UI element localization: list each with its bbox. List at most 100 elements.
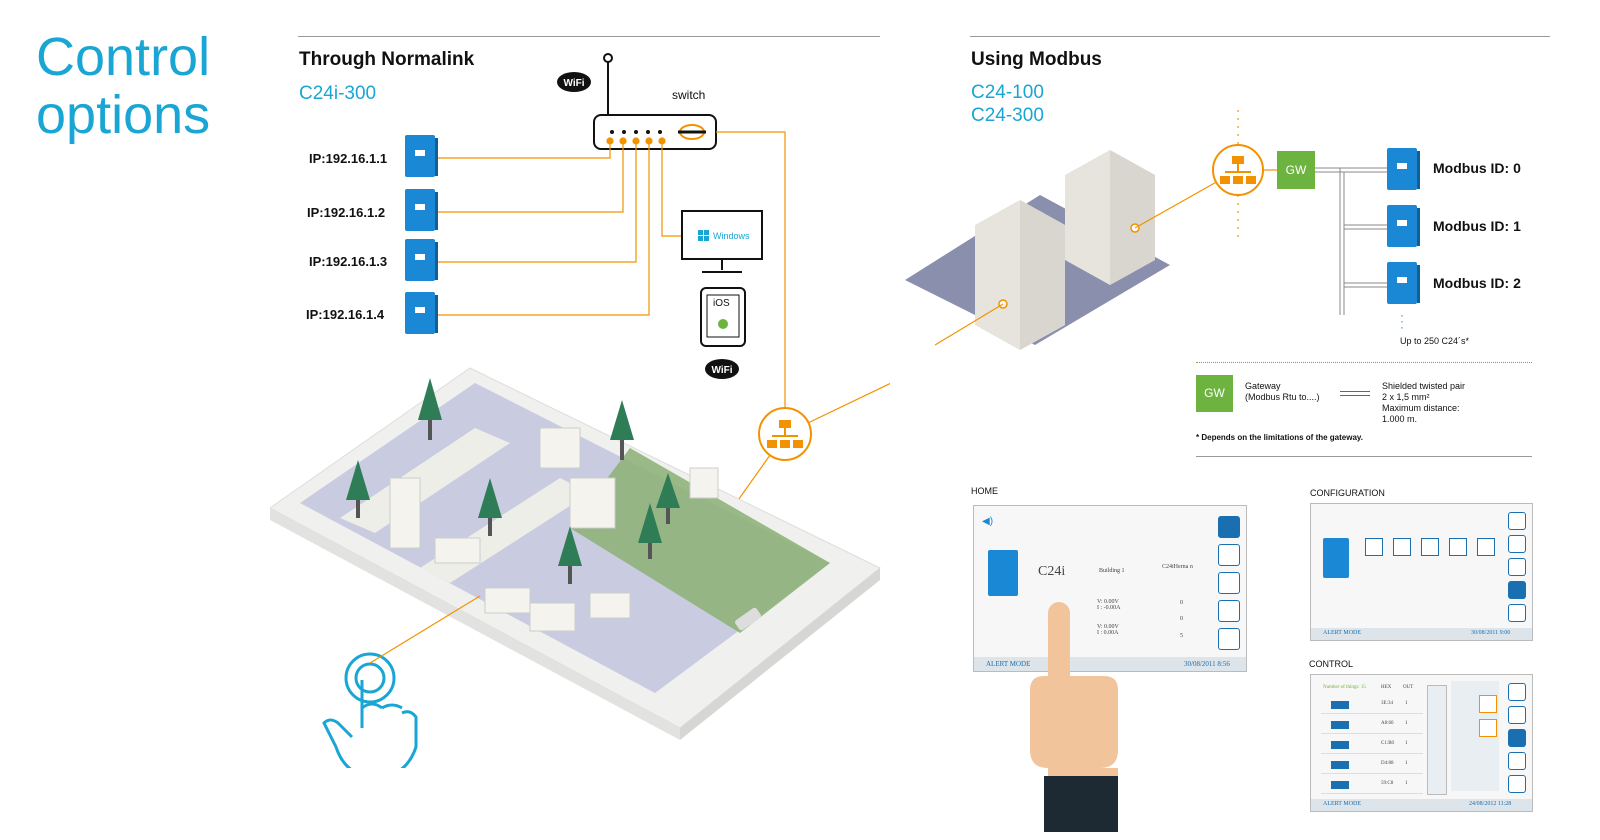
row-arrow-button[interactable]: [1331, 761, 1349, 769]
config-option-button[interactable]: [1365, 538, 1383, 556]
row-arrow-button[interactable]: [1331, 741, 1349, 749]
svg-text:WiFi: WiFi: [711, 365, 732, 376]
c24-device-icon: [404, 134, 438, 185]
row-arrow-button[interactable]: [1331, 721, 1349, 729]
touch-hand-icon: [322, 595, 481, 768]
control-out-header: OUT: [1403, 685, 1414, 690]
control-screen-label: CONTROL: [1309, 659, 1354, 669]
ip-label-1: IP:192.16.1.1: [309, 151, 388, 166]
configuration-status-bar: ALERT MODE 30/08/2011 9:00: [1311, 628, 1532, 640]
config-option-button[interactable]: [1449, 538, 1467, 556]
control-nav-button[interactable]: [1218, 572, 1240, 594]
c24-device-icon: [404, 188, 438, 239]
building-illustration: [905, 150, 1170, 350]
row-arrow-button[interactable]: [1331, 701, 1349, 709]
home-logo: C24i: [1038, 564, 1066, 579]
c24-device-icon: [1386, 147, 1420, 198]
more-devices-dots: ···: [1400, 308, 1404, 334]
legend-gateway-line1: Gateway: [1245, 381, 1281, 391]
speaker-icon: ◀): [982, 516, 994, 527]
c24-device-icon: [404, 291, 438, 342]
legend-cable-line1: Shielded twisted pair: [1382, 381, 1466, 391]
network-hub-icon: [1212, 144, 1264, 196]
home-v2: V: 0.00V: [1097, 624, 1119, 630]
table-row[interactable]: 3E:34 1: [1321, 699, 1423, 714]
normalink-diagram: [270, 53, 890, 768]
ip-label-4: IP:192.16.1.4: [306, 307, 385, 322]
home-count-1: 0: [1180, 600, 1183, 606]
home-screen-label: HOME: [971, 486, 998, 496]
city-tablet-illustration: [270, 367, 881, 740]
ios-label: iOS: [713, 298, 730, 309]
control-nav-button[interactable]: [1508, 558, 1526, 576]
home-nav-button[interactable]: [1508, 683, 1526, 701]
control-nav-button[interactable]: [1508, 729, 1526, 747]
info-nav-button[interactable]: [1508, 706, 1526, 724]
info-nav-button[interactable]: [1218, 544, 1240, 566]
home-status-bar: ALERT MODE 30/08/2011 8:56: [974, 657, 1246, 671]
row-arrow-button[interactable]: [1331, 781, 1349, 789]
row-out: 1: [1405, 741, 1408, 746]
control-action-button[interactable]: [1479, 695, 1497, 713]
log-nav-button[interactable]: [1508, 775, 1526, 793]
control-status-bar: ALERT MODE 24/08/2012 11:28: [1311, 799, 1532, 811]
log-nav-button[interactable]: [1218, 628, 1240, 650]
configuration-time: 30/08/2011 9:00: [1471, 630, 1511, 636]
ip-label-2: IP:192.16.1.2: [307, 205, 386, 220]
home-time: 30/08/2011 8:56: [1184, 660, 1230, 668]
configuration-screen-label: CONFIGURATION: [1310, 488, 1385, 498]
home-alert-mode: ALERT MODE: [986, 660, 1031, 668]
cable-legend-icon: [1340, 391, 1370, 396]
row-out: 1: [1405, 701, 1408, 706]
control-things-count: Number of things: 15: [1323, 685, 1366, 690]
c24i-device-image: [988, 550, 1018, 596]
legend-gw-box: GW: [1196, 375, 1233, 412]
home-device-name: C24iHerna n: [1162, 564, 1193, 570]
config-option-button[interactable]: [1393, 538, 1411, 556]
info-nav-button[interactable]: [1508, 535, 1526, 553]
pointing-hand-icon: [1030, 602, 1118, 832]
home-nav-button[interactable]: [1508, 512, 1526, 530]
footnote: * Depends on the limitations of the gate…: [1196, 433, 1363, 442]
normalink-model: C24i-300: [299, 83, 377, 104]
page-title-line1: Control: [36, 27, 211, 87]
modbus-id-2: Modbus ID: 2: [1433, 275, 1521, 291]
switch-label: switch: [672, 88, 706, 102]
upto-label: Up to 250 C24´s*: [1400, 336, 1470, 346]
legend-cable-line3: Maximum distance:: [1382, 403, 1460, 413]
c24-device-icon: [404, 238, 438, 289]
wifi-icon: WiFi: [556, 71, 592, 93]
control-scrollbar[interactable]: [1427, 685, 1447, 795]
log-nav-button[interactable]: [1508, 604, 1526, 622]
settings-nav-button[interactable]: [1218, 600, 1240, 622]
legend-cable-line4: 1.000 m.: [1382, 414, 1418, 424]
legend-cable-line2: 2 x 1,5 mm²: [1382, 392, 1430, 402]
home-nav-button[interactable]: [1218, 516, 1240, 538]
c24-device-icon: [1386, 261, 1420, 312]
home-v1: V: 0.00V: [1097, 599, 1119, 605]
row-hex: D4:88: [1381, 761, 1394, 766]
config-option-button[interactable]: [1421, 538, 1439, 556]
wifi-icon-2: WiFi: [704, 358, 740, 380]
normalink-heading: Through Normalink: [299, 49, 475, 70]
row-hex: 59:C8: [1381, 781, 1394, 786]
settings-nav-button[interactable]: [1508, 752, 1526, 770]
tablet-ios-icon: [700, 287, 746, 347]
legend-rule: [1196, 362, 1532, 363]
control-action-button[interactable]: [1479, 719, 1497, 737]
modbus-model-1: C24-100: [971, 82, 1044, 103]
config-option-button[interactable]: [1477, 538, 1495, 556]
gateway-box: GW: [1277, 151, 1315, 189]
modbus-diagram: [905, 110, 1387, 350]
settings-nav-button[interactable]: [1508, 581, 1526, 599]
page-title-line2: options: [36, 85, 211, 145]
page-title: Control options: [36, 28, 210, 144]
row-hex: 3E:34: [1381, 701, 1393, 706]
modbus-id-0: Modbus ID: 0: [1433, 160, 1521, 176]
modbus-id-1: Modbus ID: 1: [1433, 218, 1521, 234]
